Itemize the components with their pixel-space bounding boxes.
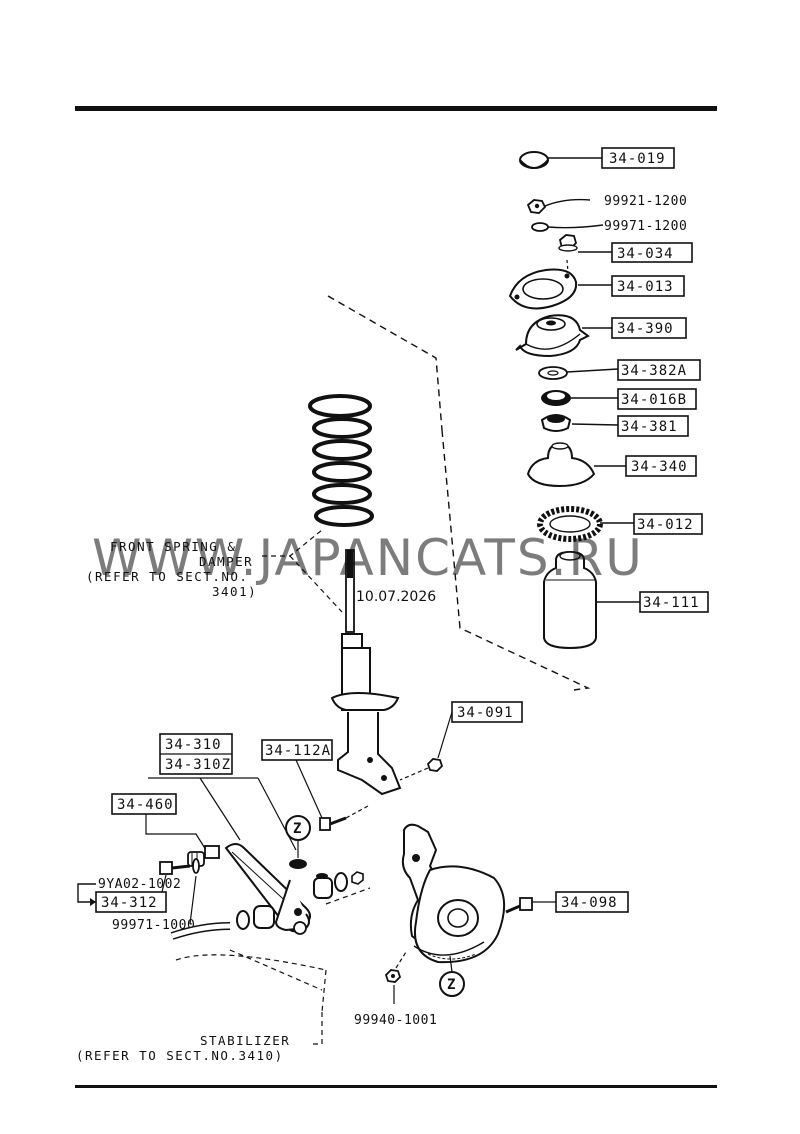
- spring-seat-icon: [540, 414, 619, 432]
- bolt-34-098-icon: [505, 897, 556, 914]
- part-box-34-091[interactable]: 34-091: [451, 701, 523, 723]
- part-number: 34-381: [621, 419, 678, 435]
- part-number: 34-310Z: [165, 757, 231, 773]
- damper-icon: [330, 549, 402, 796]
- part-box-34-390[interactable]: 34-390: [611, 317, 687, 339]
- part-box-34-111[interactable]: 34-111: [639, 591, 709, 613]
- z-nut-icon: Z: [285, 815, 311, 869]
- arm-leader: [148, 777, 297, 851]
- spacer-icon: [538, 366, 619, 380]
- top-rule: [75, 106, 717, 111]
- label-99971-1000: 99971-1000: [112, 918, 195, 933]
- washer-icon: [531, 222, 604, 232]
- part-box-34-013[interactable]: 34-013: [611, 275, 685, 297]
- svg-text:STABILIZER: STABILIZER: [200, 1033, 290, 1048]
- lower-arm-icon: [204, 843, 311, 935]
- part-box-34-016B[interactable]: 34-016B: [617, 388, 697, 410]
- part-box-34-019[interactable]: 34-019: [601, 147, 675, 169]
- part-box-34-460[interactable]: 34-460: [111, 793, 177, 815]
- svg-text:Z: Z: [447, 977, 455, 993]
- stabilizer-note: STABILIZER (REFER TO SECT.NO.3410): [76, 1033, 290, 1063]
- bushing-leader: [145, 814, 207, 851]
- part-number: 34-460: [117, 797, 174, 813]
- part-number: 34-111: [643, 595, 700, 611]
- flange-nut-icon: [558, 234, 612, 273]
- bearing-icon: [541, 390, 618, 406]
- svg-text:(REFER TO SECT.NO.: (REFER TO SECT.NO.: [86, 569, 248, 584]
- bolt-34-112A-icon: [295, 759, 369, 831]
- spring-leader: [262, 529, 343, 613]
- bolt-34-312-icon: [159, 858, 200, 893]
- label-99921-1200: 99921-1200: [604, 194, 687, 209]
- part-number: 34-112A: [265, 743, 331, 759]
- washer-leader: [189, 875, 197, 925]
- watermark-date: 10.07.2026: [356, 589, 436, 605]
- part-number: 34-310: [165, 737, 222, 753]
- part-box-34-098[interactable]: 34-098: [555, 891, 629, 913]
- coil-spring-icon: [308, 394, 374, 527]
- part-number: 34-312: [101, 895, 158, 911]
- watermark-text: WWW.JAPANCATS.RU: [92, 529, 644, 587]
- part-number: 34-098: [561, 895, 618, 911]
- part-box-34-012[interactable]: 34-012: [633, 513, 703, 535]
- label-99971-1200: 99971-1200: [604, 219, 687, 234]
- bottom-rule: [75, 1085, 717, 1088]
- part-number: 34-012: [637, 517, 694, 533]
- part-number: 34-019: [609, 151, 666, 167]
- stabilizer-link-icon: [170, 871, 364, 940]
- nut-99940-icon: [384, 951, 407, 1004]
- knuckle-icon: [401, 823, 505, 964]
- svg-text:3401): 3401): [212, 584, 257, 599]
- label-9YA02-1002: 9YA02-1002: [98, 877, 181, 892]
- svg-text:(REFER TO SECT.NO.3410): (REFER TO SECT.NO.3410): [76, 1048, 284, 1063]
- nut-icon: [526, 198, 591, 214]
- rubber-ring-icon: [537, 506, 634, 542]
- z-marker-icon: Z: [439, 955, 465, 997]
- upper-spring-seat-icon: [526, 442, 626, 488]
- spring-note: FRONT SPRING & DAMPER (REFER TO SECT.NO.…: [86, 539, 257, 599]
- part-box-34-382A[interactable]: 34-382A: [617, 359, 701, 381]
- svg-text:DAMPER: DAMPER: [199, 554, 253, 569]
- svg-text:FRONT SPRING &: FRONT SPRING &: [110, 539, 236, 554]
- part-box-34-340[interactable]: 34-340: [625, 455, 697, 477]
- label-99940-1001: 99940-1001: [354, 1013, 437, 1028]
- part-box-34-312[interactable]: 34-312: [95, 891, 167, 913]
- strut-mount-icon: [515, 314, 612, 358]
- bracket-leader: [77, 883, 96, 903]
- svg-text:Z: Z: [293, 821, 301, 837]
- spring-group-outline: [327, 295, 591, 691]
- part-number: 34-382A: [621, 363, 687, 379]
- part-box-34-112A[interactable]: 34-112A: [261, 739, 333, 761]
- part-number: 34-340: [631, 459, 688, 475]
- cap-34-019: [519, 151, 602, 169]
- part-box-34-310[interactable]: 34-310 34-310Z: [159, 733, 233, 775]
- part-number: 34-016B: [621, 392, 687, 408]
- part-number: 34-034: [617, 246, 674, 262]
- part-number: 34-390: [617, 321, 674, 337]
- part-box-34-034[interactable]: 34-034: [611, 242, 693, 263]
- dust-boot-icon: [543, 550, 640, 650]
- mounting-plate-icon: [508, 268, 612, 310]
- stabilizer-leader: [175, 887, 371, 1045]
- nut-34-091-icon: [399, 711, 453, 781]
- part-number: 34-091: [457, 705, 514, 721]
- part-number: 34-013: [617, 279, 674, 295]
- part-box-34-381[interactable]: 34-381: [617, 415, 689, 437]
